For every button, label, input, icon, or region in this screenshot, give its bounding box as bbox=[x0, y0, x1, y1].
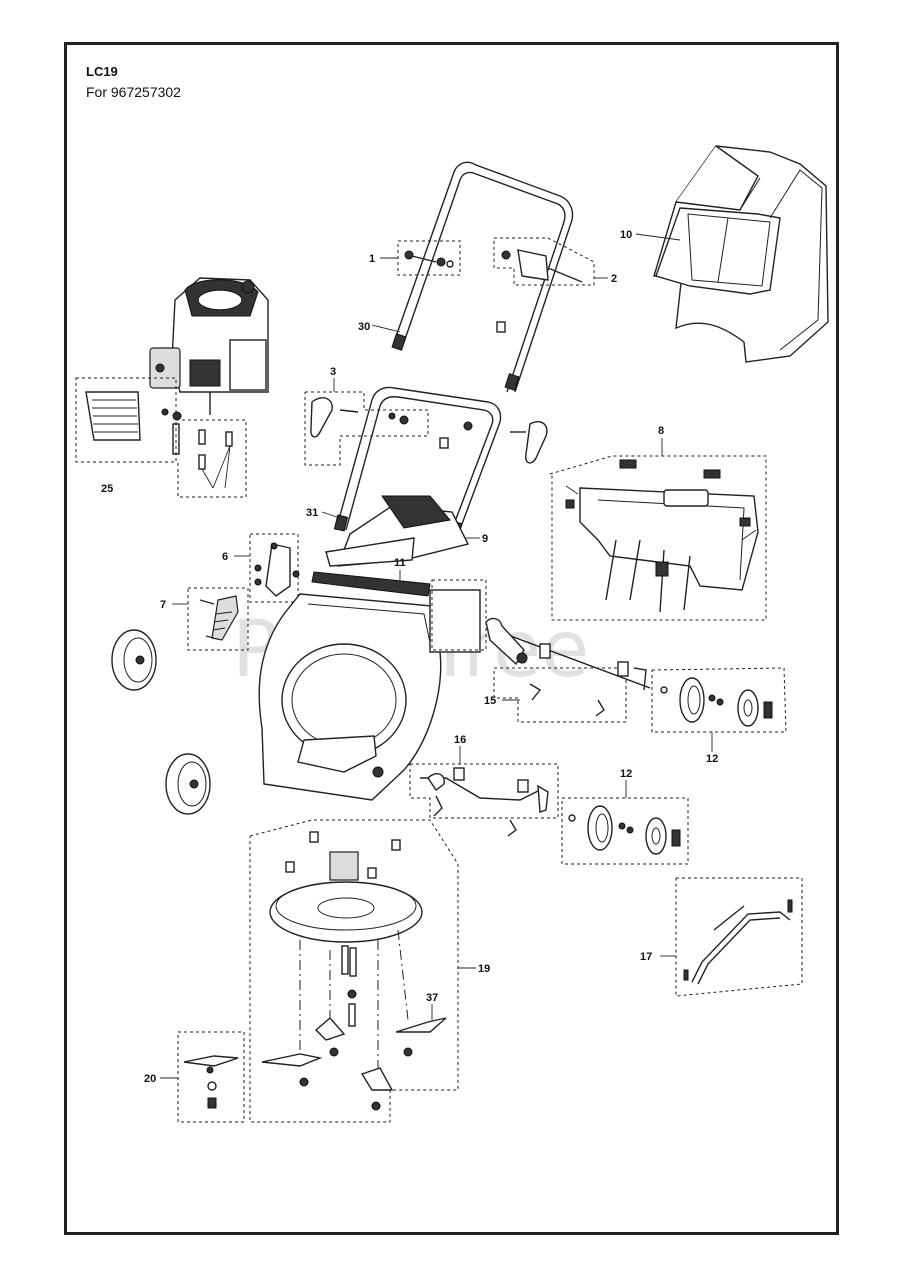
blades[interactable] bbox=[261, 1017, 447, 1111]
group-box-3 bbox=[304, 391, 429, 466]
drawing-frame bbox=[64, 42, 839, 1235]
callout-12-rear[interactable]: 12 bbox=[620, 768, 632, 780]
handle-knob-left[interactable] bbox=[310, 397, 409, 438]
callout-19[interactable]: 19 bbox=[478, 963, 490, 975]
callout-10[interactable]: 10 bbox=[620, 229, 632, 241]
callout-20[interactable]: 20 bbox=[144, 1073, 156, 1085]
group-box-7 bbox=[187, 587, 249, 651]
callout-2[interactable]: 2 bbox=[611, 273, 617, 285]
group-box-25 bbox=[75, 377, 177, 463]
front-wheel-left[interactable] bbox=[111, 629, 157, 691]
callout-15[interactable]: 15 bbox=[484, 695, 496, 707]
group-box-12-rear bbox=[561, 797, 689, 865]
callout-11[interactable]: 11 bbox=[394, 557, 406, 569]
group-box-12-front bbox=[651, 667, 787, 733]
group-box-19 bbox=[249, 819, 459, 1123]
page-title: LC19 bbox=[86, 64, 118, 79]
callout-8[interactable]: 8 bbox=[658, 425, 664, 437]
rear-wheel-right-12[interactable] bbox=[568, 805, 681, 855]
height-lever-7[interactable] bbox=[199, 595, 239, 641]
group-box-16 bbox=[409, 763, 559, 819]
blade-disc-19[interactable] bbox=[269, 831, 423, 1080]
callout-9[interactable]: 9 bbox=[482, 533, 488, 545]
blade-kit-20[interactable] bbox=[183, 1055, 239, 1109]
front-axle-15[interactable] bbox=[485, 617, 651, 717]
callout-12-front[interactable]: 12 bbox=[706, 753, 718, 765]
group-box-deck-bracket bbox=[431, 579, 487, 651]
callout-3[interactable]: 3 bbox=[330, 366, 336, 378]
group-box-17 bbox=[675, 877, 803, 997]
handle-knob-right[interactable] bbox=[463, 420, 548, 464]
callout-30[interactable]: 30 bbox=[358, 321, 370, 333]
callout-6[interactable]: 6 bbox=[222, 551, 228, 563]
air-filter[interactable] bbox=[85, 391, 141, 441]
engine-bolts[interactable] bbox=[198, 429, 233, 489]
cable-bracket-2[interactable] bbox=[501, 249, 583, 283]
callout-31[interactable]: 31 bbox=[306, 507, 318, 519]
rear-deflector-strip-11[interactable] bbox=[311, 571, 431, 597]
handle-bolt-1[interactable] bbox=[404, 250, 454, 268]
callout-1[interactable]: 1 bbox=[369, 253, 375, 265]
rear-wheel-left[interactable] bbox=[165, 753, 211, 815]
group-box-8 bbox=[549, 455, 767, 621]
grass-catcher-bag[interactable] bbox=[653, 145, 829, 363]
upper-handle[interactable] bbox=[391, 161, 574, 393]
callout-25[interactable]: 25 bbox=[101, 483, 113, 495]
callout-17[interactable]: 17 bbox=[640, 951, 652, 963]
page-subtitle: For 967257302 bbox=[86, 84, 181, 100]
engine-assembly[interactable] bbox=[149, 277, 269, 455]
rear-axle-16[interactable] bbox=[420, 767, 549, 837]
mower-deck[interactable] bbox=[258, 589, 481, 801]
callout-7[interactable]: 7 bbox=[160, 599, 166, 611]
wheel-bracket-6[interactable] bbox=[254, 542, 300, 597]
callout-37[interactable]: 37 bbox=[426, 992, 438, 1004]
front-wheel-right-12[interactable] bbox=[660, 677, 773, 727]
height-adjuster-assembly[interactable] bbox=[565, 459, 759, 613]
callout-16[interactable]: 16 bbox=[454, 734, 466, 746]
drive-lever-17[interactable] bbox=[683, 899, 793, 985]
group-box-2 bbox=[493, 237, 595, 286]
rear-flap-chute[interactable] bbox=[325, 495, 470, 567]
group-box-25-b bbox=[176, 419, 247, 498]
group-box-20 bbox=[177, 1031, 245, 1123]
